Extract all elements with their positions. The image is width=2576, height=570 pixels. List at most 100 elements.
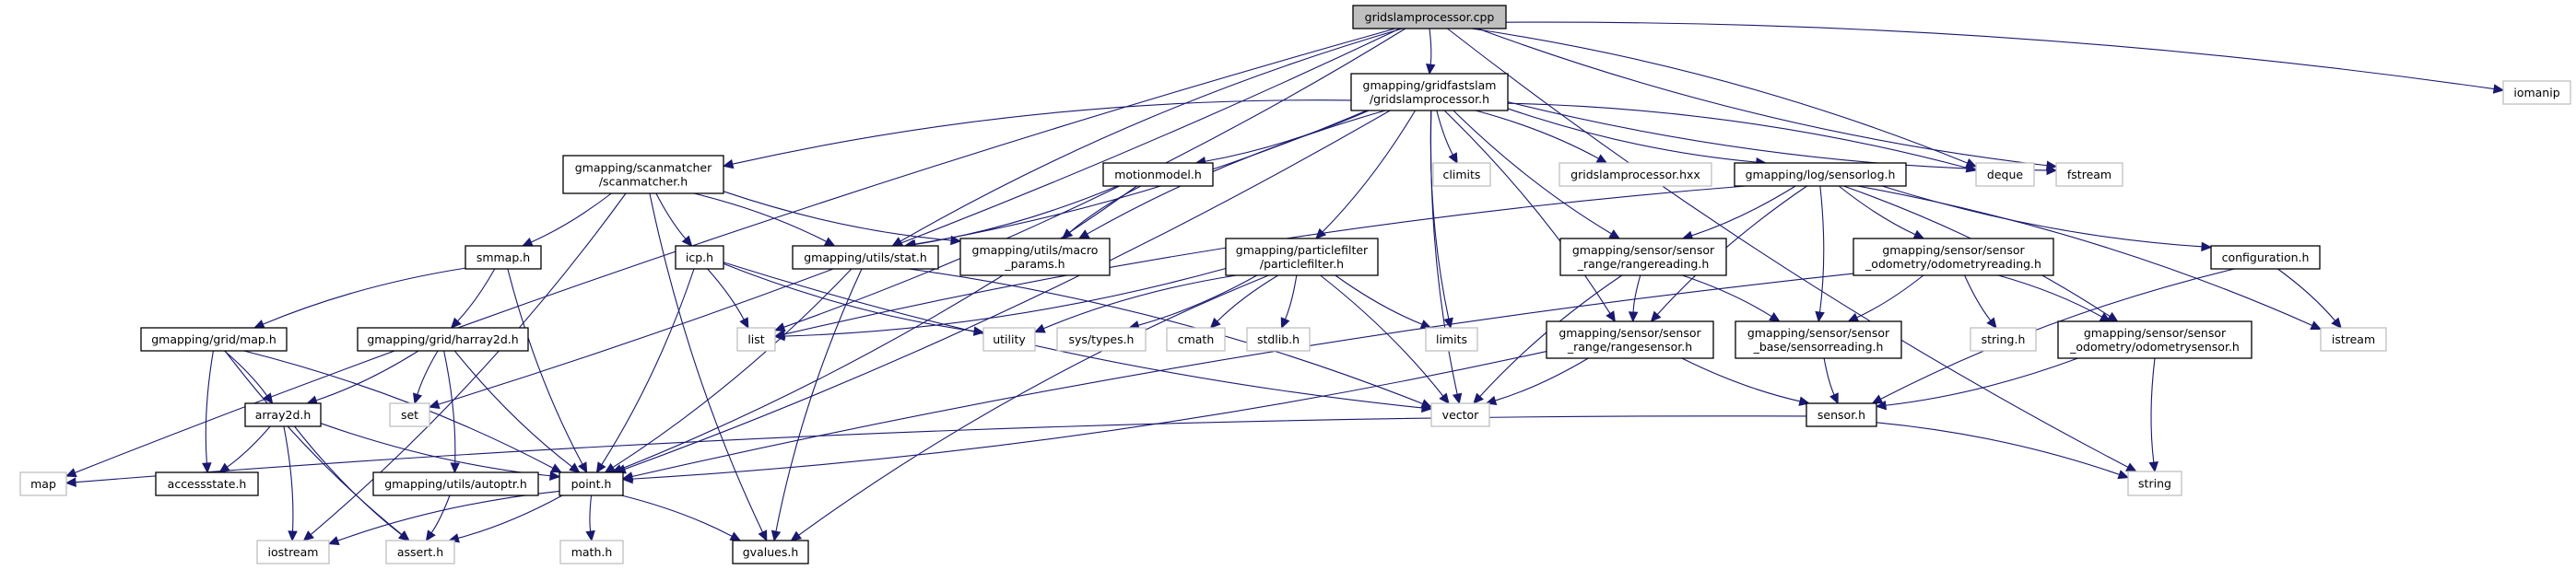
node-box xyxy=(1350,73,1509,111)
edge-harray2d-to-set xyxy=(417,350,439,395)
node-sensorreading[interactable]: gmapping/sensor/sensor_base/sensorreadin… xyxy=(1735,320,1902,359)
node-box xyxy=(1430,402,1490,427)
node-label: /scanmatcher.h xyxy=(599,175,688,189)
node-box xyxy=(256,540,330,564)
node-box xyxy=(562,155,724,194)
node-pf[interactable]: gmapping/particlefilter/particlefilter.h xyxy=(1225,238,1379,276)
node-label: configuration.h xyxy=(2222,250,2310,264)
node-label: point.h xyxy=(571,477,612,491)
edge-cpp-to-set xyxy=(438,28,1401,405)
node-box xyxy=(1102,162,1214,187)
node-box xyxy=(1246,327,1311,352)
edge-pf-to-cmath xyxy=(1217,274,1279,322)
edge-gsp-to-fstream xyxy=(1507,101,2048,171)
edge-array2d-to-iostream xyxy=(283,425,294,532)
arrowhead-icon xyxy=(1628,311,1639,323)
node-point[interactable]: point.h xyxy=(559,471,624,496)
edge-pf-to-list xyxy=(783,267,1227,337)
node-gvalues[interactable]: gvalues.h xyxy=(732,540,809,564)
node-mapgrid[interactable]: gmapping/grid/map.h xyxy=(140,327,288,352)
node-label: motionmodel.h xyxy=(1114,168,1202,181)
node-label: gmapping/sensor/sensor xyxy=(1882,243,2025,257)
node-icp[interactable]: icp.h xyxy=(675,245,724,270)
node-string: string xyxy=(2127,471,2182,496)
node-label: _base/sensorreading.h xyxy=(1753,340,1884,354)
node-label: string.h xyxy=(1982,332,2026,346)
arrowhead-icon xyxy=(595,461,606,474)
node-label: gmapping/sensor/sensor xyxy=(1559,326,1701,340)
arrowhead-icon xyxy=(1473,392,1484,404)
arrowhead-icon xyxy=(1965,163,1978,173)
edge-sensorlog-to-rangereading xyxy=(1691,185,1796,237)
arrowhead-icon xyxy=(2331,317,2342,329)
node-odomreading[interactable]: gmapping/sensor/sensor_odometry/odometry… xyxy=(1853,238,2054,276)
edge-autoptr-to-assert xyxy=(430,494,451,534)
arrowhead-icon xyxy=(288,530,298,542)
node-label: gmapping/utils/autoptr.h xyxy=(384,477,527,491)
node-autoptr[interactable]: gmapping/utils/autoptr.h xyxy=(372,471,539,496)
node-scanmatcher[interactable]: gmapping/scanmatcher/scanmatcher.h xyxy=(562,155,724,194)
node-label: gmapping/particlefilter xyxy=(1236,243,1369,257)
node-box xyxy=(1166,327,1226,352)
edge-harray2d-to-array2d xyxy=(315,350,419,401)
arrowhead-icon xyxy=(1439,392,1450,404)
arrowhead-icon xyxy=(950,235,962,246)
node-assert: assert.h xyxy=(385,540,455,564)
node-stat[interactable]: gmapping/utils/stat.h xyxy=(792,245,939,270)
arrowhead-icon xyxy=(450,462,460,474)
edge-pf-to-utility xyxy=(1043,274,1237,330)
edge-pf-to-systypes xyxy=(1137,274,1258,326)
node-sensorlog[interactable]: gmapping/log/sensorlog.h xyxy=(1734,162,1907,187)
arrowhead-icon xyxy=(253,320,265,329)
node-motionmodel[interactable]: motionmodel.h xyxy=(1102,162,1214,187)
edge-icp-to-utility xyxy=(723,262,975,332)
node-rangesensor[interactable]: gmapping/sensor/sensor_range/rangesensor… xyxy=(1546,320,1714,359)
node-accessstate[interactable]: accessstate.h xyxy=(155,471,259,496)
arrowhead-icon xyxy=(1912,229,1925,239)
node-gsp[interactable]: gmapping/gridfastslam/gridslamprocessor.… xyxy=(1350,73,1509,111)
nodes-layer: gridslamprocessor.cpp gmapping/gridfastsl… xyxy=(19,5,2571,564)
node-label: gmapping/utils/stat.h xyxy=(804,250,927,264)
node-array2d[interactable]: array2d.h xyxy=(244,402,322,427)
node-label: _range/rangereading.h xyxy=(1577,257,1710,271)
node-box xyxy=(2055,162,2123,187)
arrowhead-icon xyxy=(550,463,562,473)
node-box xyxy=(465,245,542,270)
node-label: gmapping/grid/map.h xyxy=(151,332,276,346)
node-box xyxy=(2057,320,2253,359)
arrowhead-icon xyxy=(65,468,77,478)
node-label: gvalues.h xyxy=(743,545,799,559)
arrowhead-icon xyxy=(2099,312,2111,322)
node-smmap[interactable]: smmap.h xyxy=(465,245,542,270)
edge-gsp-to-vector xyxy=(1429,110,1458,395)
edge-cpp-to-stat xyxy=(900,28,1403,242)
node-label: utility xyxy=(993,332,1026,346)
arrowhead-icon xyxy=(773,331,785,342)
node-box xyxy=(2320,327,2387,352)
edge-cpp-to-iomanip xyxy=(1505,21,2495,90)
node-cpp[interactable]: gridslamprocessor.cpp xyxy=(1352,5,1507,29)
node-sensor[interactable]: sensor.h xyxy=(1806,402,1877,427)
node-box xyxy=(1853,238,2054,276)
node-configuration[interactable]: configuration.h xyxy=(2210,245,2321,270)
edge-sensorlog-to-configuration xyxy=(1881,185,2203,248)
edge-gsp-to-climits xyxy=(1436,110,1453,156)
edge-scanmatcher-to-gvalues xyxy=(649,192,763,533)
node-label: istream xyxy=(2332,332,2375,346)
node-harray2d[interactable]: gmapping/grid/harray2d.h xyxy=(357,327,529,352)
node-box xyxy=(372,471,539,496)
node-rangereading[interactable]: gmapping/sensor/sensor_range/rangereadin… xyxy=(1559,238,1727,276)
node-odomsensor[interactable]: gmapping/sensor/sensor_odometry/odometry… xyxy=(2057,320,2253,359)
node-box xyxy=(1546,320,1714,359)
node-box xyxy=(1734,162,1907,187)
edge-motionmodel-to-macro xyxy=(1069,185,1142,233)
arrowhead-icon xyxy=(202,462,212,474)
arrowhead-icon xyxy=(521,237,534,247)
node-vector: vector xyxy=(1430,402,1490,427)
node-mathh: math.h xyxy=(559,540,624,564)
node-box xyxy=(19,471,67,496)
edge-pf-to-stdlib xyxy=(1284,274,1298,320)
node-macro[interactable]: gmapping/utils/macro_params.h xyxy=(959,238,1111,276)
edge-odomsensor-to-string xyxy=(2150,357,2156,463)
node-box xyxy=(959,238,1111,276)
